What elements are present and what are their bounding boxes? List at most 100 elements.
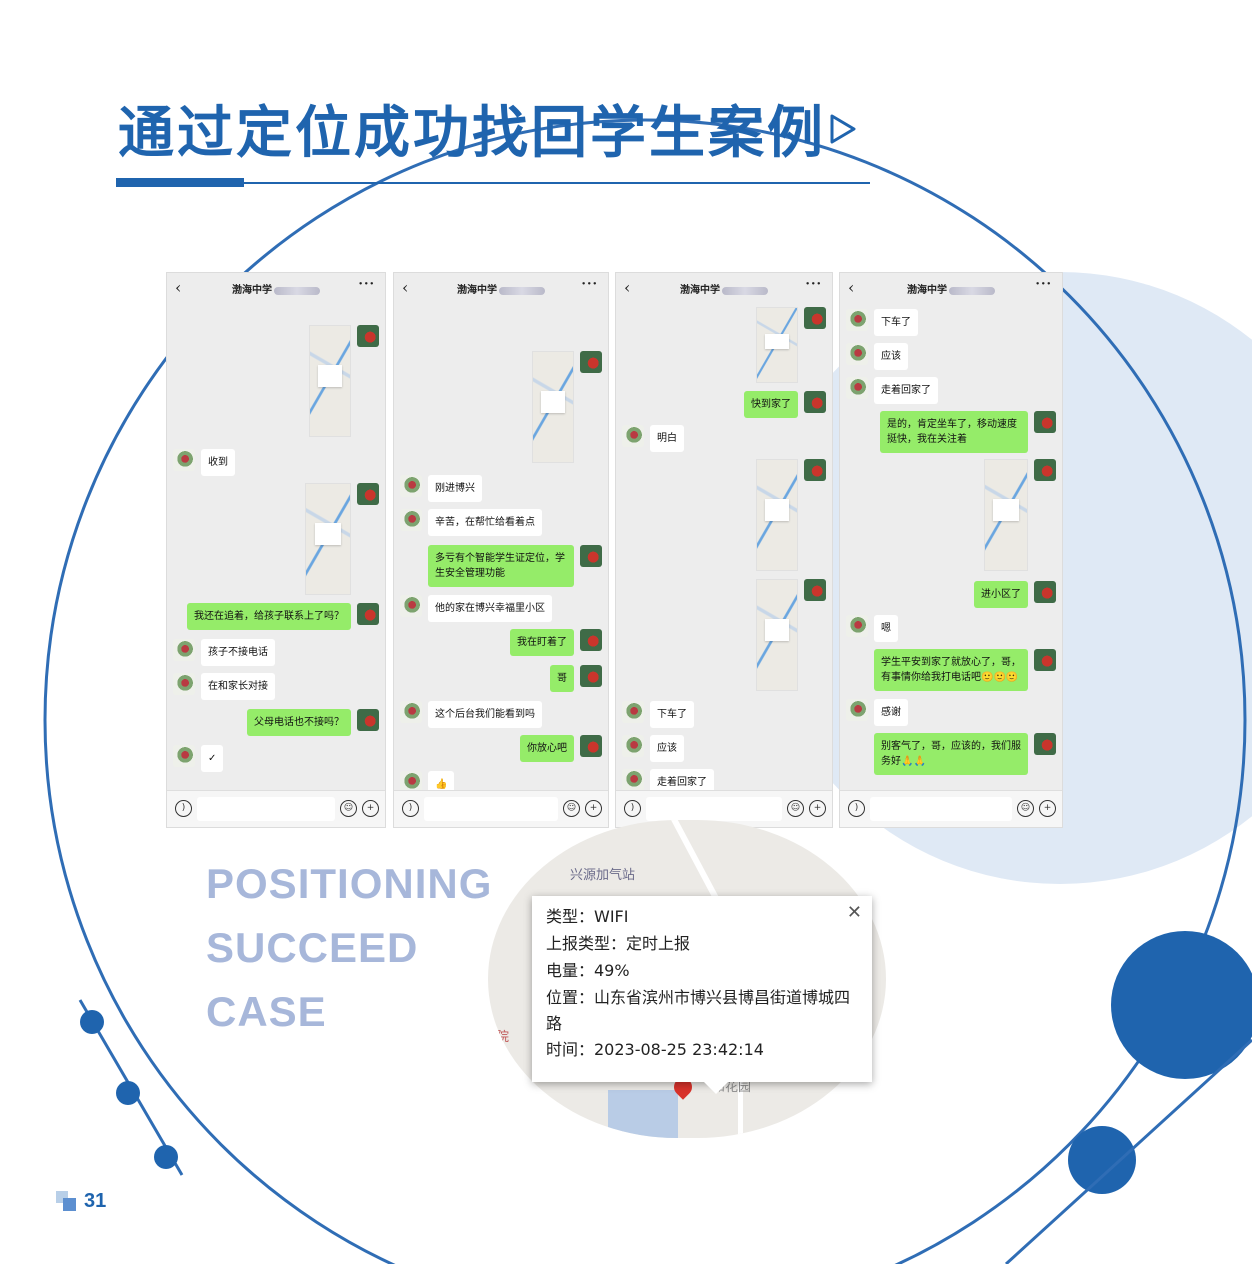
message-bubble: 我在盯着了: [510, 629, 574, 656]
message-input[interactable]: [646, 797, 782, 821]
page-number-icon-accent: [63, 1198, 76, 1211]
message-bubble: 下车了: [874, 309, 918, 336]
message-bubble: 收到: [201, 449, 235, 476]
message-bubble: 快到家了: [744, 391, 798, 418]
avatar: [1034, 581, 1056, 603]
chat-screenshot-1: ‹ 渤海中学 ··· 收到 我还在追着，给孩子联系上了吗？ 孩子不接电话 在和家…: [166, 272, 386, 828]
message-bubble: 应该: [874, 343, 908, 370]
avatar: [580, 545, 602, 567]
emoji-icon[interactable]: ☺: [340, 800, 357, 817]
map-screenshot-thumbnail[interactable]: [756, 579, 798, 691]
avatar: [173, 673, 195, 695]
avatar: [846, 699, 868, 721]
message-bubble: 进小区了: [974, 581, 1028, 608]
close-icon[interactable]: ✕: [846, 902, 862, 923]
back-chevron-icon[interactable]: ‹: [175, 278, 182, 297]
chat-screenshot-4: ‹ 渤海中学 ··· 下车了 应该 走着回家了 是的，肯定坐车了，移动速度挺快，…: [839, 272, 1063, 828]
map-screenshot-thumbnail[interactable]: [756, 307, 798, 383]
more-options-icon[interactable]: ···: [1035, 277, 1052, 292]
back-chevron-icon[interactable]: ‹: [402, 278, 409, 297]
blurred-name: [274, 286, 320, 295]
message-input[interactable]: [870, 797, 1012, 821]
message-bubble: 他的家在博兴幸福里小区: [428, 595, 552, 622]
avatar: [173, 745, 195, 767]
avatar: [580, 665, 602, 687]
map-screenshot-thumbnail[interactable]: [984, 459, 1028, 571]
chat-screenshot-3: ‹ 渤海中学 ··· 快到家了 明白 下车了 应该 走着回家了 ) ☺ +: [615, 272, 833, 828]
info-type: 类型：WIFI: [546, 907, 629, 926]
avatar: [357, 603, 379, 625]
avatar: [1034, 459, 1056, 481]
map-label-marker: 院: [496, 1029, 510, 1044]
title-underline: [244, 182, 870, 184]
map-road: [738, 1040, 743, 1138]
avatar: [173, 449, 195, 471]
message-input[interactable]: [197, 797, 335, 821]
plus-icon[interactable]: +: [362, 800, 379, 817]
emoji-icon[interactable]: ☺: [787, 800, 804, 817]
chat-contact-name: 渤海中学: [907, 285, 947, 296]
voice-icon[interactable]: ): [175, 800, 192, 817]
back-chevron-icon[interactable]: ‹: [848, 278, 855, 297]
map-screenshot-thumbnail[interactable]: [532, 351, 574, 463]
avatar: [846, 343, 868, 365]
message-bubble: 应该: [650, 735, 684, 762]
message-bubble: 多亏有个智能学生证定位，学生安全管理功能: [428, 545, 574, 587]
avatar: [580, 351, 602, 373]
plus-icon[interactable]: +: [585, 800, 602, 817]
more-options-icon[interactable]: ···: [805, 277, 822, 292]
map-label-gas-station: 兴源加气站: [570, 867, 636, 882]
emoji-icon[interactable]: ☺: [563, 800, 580, 817]
voice-icon[interactable]: ): [624, 800, 641, 817]
avatar: [1034, 411, 1056, 433]
chat-header: ‹ 渤海中学 ···: [167, 273, 385, 303]
message-bubble: 你放心吧: [520, 735, 574, 762]
avatar: [804, 459, 826, 481]
info-time: 时间：2023-08-25 23:42:14: [546, 1040, 764, 1059]
message-input[interactable]: [424, 797, 558, 821]
english-line-2: SUCCEED: [206, 924, 419, 971]
chat-header: ‹ 渤海中学 ···: [394, 273, 608, 303]
chat-contact-name: 渤海中学: [680, 285, 720, 296]
card-pointer: [704, 1082, 728, 1094]
voice-icon[interactable]: ): [848, 800, 865, 817]
avatar: [622, 735, 644, 757]
chat-contact-name: 渤海中学: [232, 285, 272, 296]
avatar: [622, 425, 644, 447]
message-bubble: 学生平安到家了就放心了，哥，有事情你给我打电话吧🙂🙂🙂: [874, 649, 1028, 691]
message-bubble: 刚进博兴: [428, 475, 482, 502]
map-screenshot-thumbnail[interactable]: [309, 325, 351, 437]
chat-screenshot-2: ‹ 渤海中学 ··· 刚进博兴 辛苦，在帮忙给看着点 多亏有个智能学生证定位，学…: [393, 272, 609, 828]
plus-icon[interactable]: +: [1039, 800, 1056, 817]
avatar: [173, 639, 195, 661]
avatar: [580, 735, 602, 757]
avatar: [400, 509, 422, 531]
english-line-3: CASE: [206, 988, 327, 1035]
chat-header: ‹ 渤海中学 ···: [616, 273, 832, 303]
avatar: [400, 701, 422, 723]
map-screenshot-thumbnail[interactable]: [305, 483, 351, 595]
chat-input-bar: ) ☺ +: [394, 790, 608, 827]
message-bubble: 这个后台我们能看到吗: [428, 701, 542, 728]
more-options-icon[interactable]: ···: [581, 277, 598, 292]
message-bubble: 嗯: [874, 615, 898, 642]
blurred-name: [949, 286, 995, 295]
avatar: [1034, 649, 1056, 671]
message-bubble: 走着回家了: [874, 377, 938, 404]
avatar: [846, 377, 868, 399]
chat-header: ‹ 渤海中学 ···: [840, 273, 1062, 303]
avatar: [400, 475, 422, 497]
map-screenshot-thumbnail[interactable]: [756, 459, 798, 571]
english-line-1: POSITIONING: [206, 860, 493, 907]
message-bubble: 我还在追着，给孩子联系上了吗？: [187, 603, 351, 630]
voice-icon[interactable]: ): [402, 800, 419, 817]
emoji-icon[interactable]: ☺: [1017, 800, 1034, 817]
plus-icon[interactable]: +: [809, 800, 826, 817]
more-options-icon[interactable]: ···: [358, 277, 375, 292]
info-battery: 电量：49%: [546, 961, 630, 980]
message-bubble: 是的，肯定坐车了，移动速度挺快，我在关注着: [880, 411, 1028, 453]
info-location: 位置：山东省滨州市博兴县博昌街道博城四路: [546, 988, 851, 1033]
back-chevron-icon[interactable]: ‹: [624, 278, 631, 297]
message-bubble: 别客气了，哥，应该的，我们服务好🙏🙏: [874, 733, 1028, 775]
avatar: [357, 325, 379, 347]
